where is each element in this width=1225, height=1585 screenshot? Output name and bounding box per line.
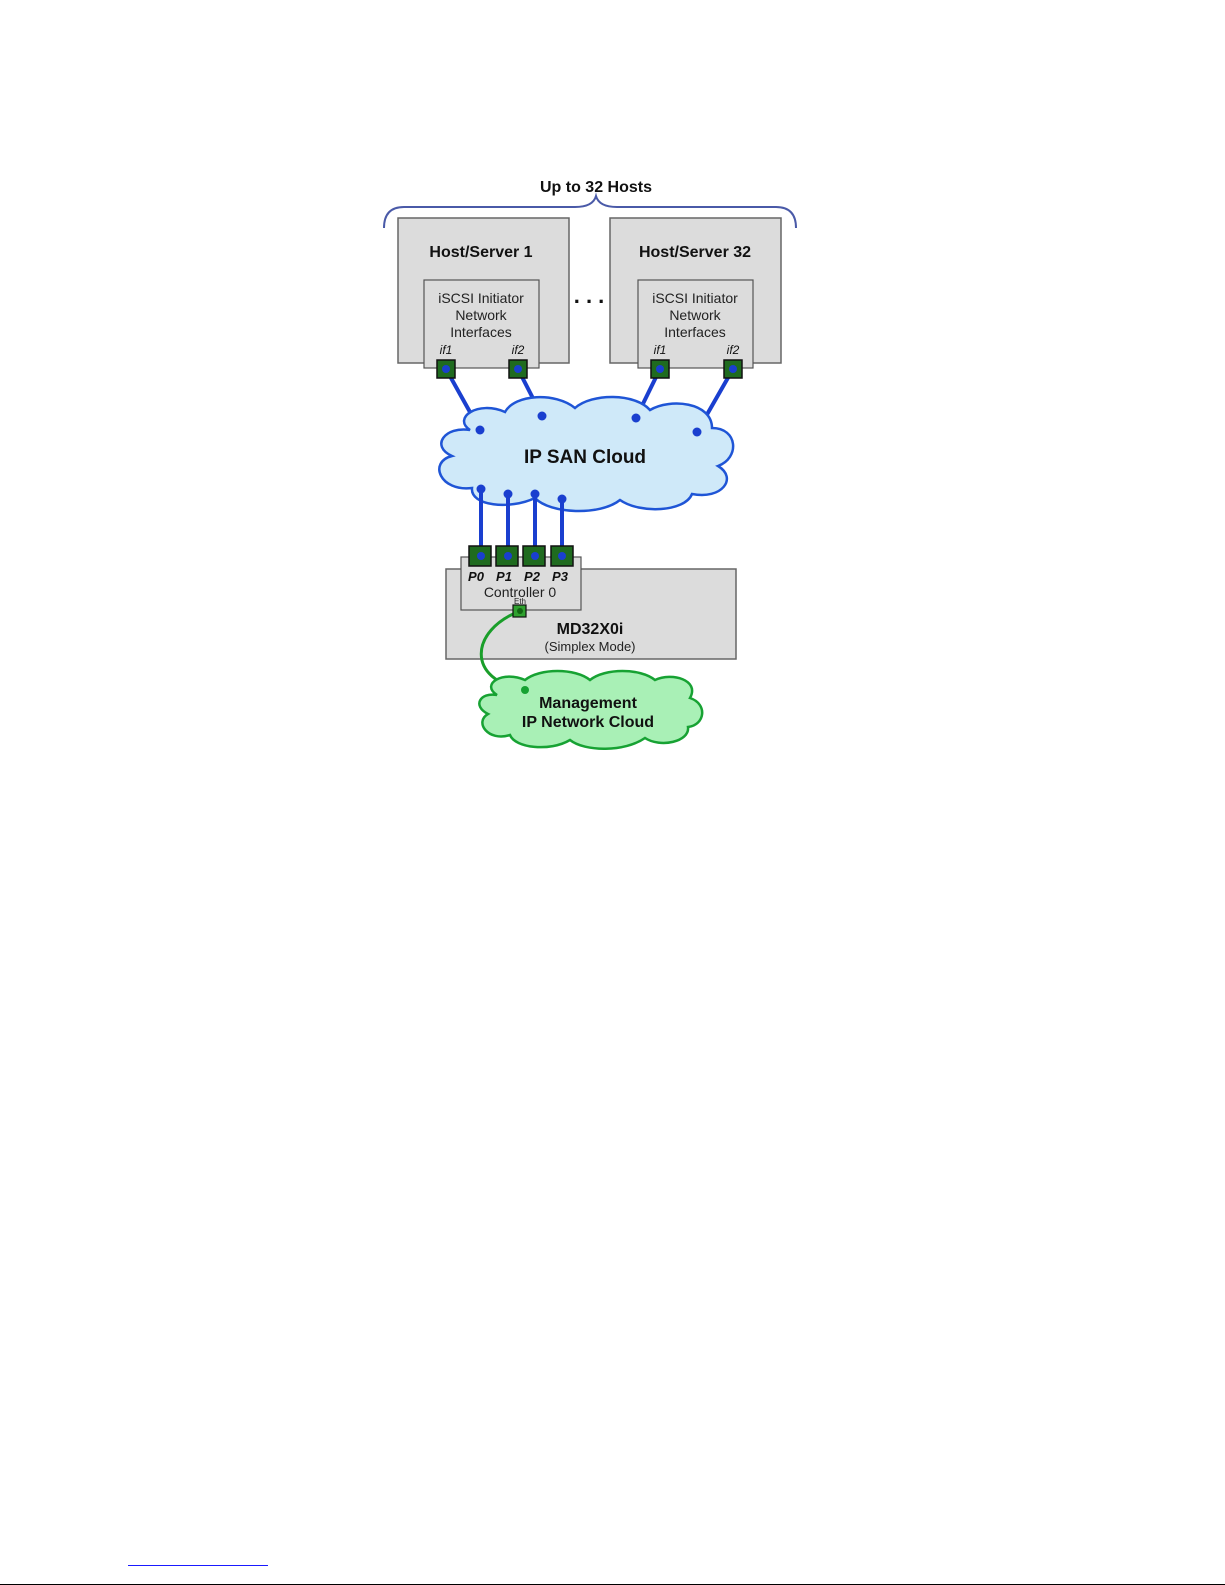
host-server-1: Host/Server 1 iSCSI Initiator Network In…: [398, 218, 569, 368]
array-name: MD32X0i: [557, 621, 624, 638]
port-label: P0: [468, 569, 485, 584]
mgmt-cloud-line: Management: [539, 695, 637, 712]
interface-label: if2: [727, 343, 740, 357]
host-title: Host/Server 1: [429, 244, 532, 261]
san-cloud-label: IP SAN Cloud: [524, 447, 646, 468]
hosts-group-label: Up to 32 Hosts: [540, 179, 652, 196]
array-mode: (Simplex Mode): [544, 639, 635, 654]
initiator-label-line: iSCSI Initiator: [438, 290, 524, 306]
interface-label: if2: [512, 343, 525, 357]
port-label: P1: [496, 569, 512, 584]
initiator-label-line: Interfaces: [664, 324, 725, 340]
management-ip-network-cloud: Management IP Network Cloud: [479, 671, 702, 749]
ellipsis: . . .: [574, 283, 605, 308]
interface-label: if1: [654, 343, 667, 357]
interface-label: if1: [440, 343, 453, 357]
mgmt-cloud-connection-dot: [521, 686, 529, 694]
port-label: P3: [552, 569, 569, 584]
host-title: Host/Server 32: [639, 244, 751, 261]
initiator-label-line: Network: [669, 307, 721, 323]
host-server-32: Host/Server 32 iSCSI Initiator Network I…: [610, 218, 781, 368]
initiator-label-line: Network: [455, 307, 507, 323]
port-label: P2: [524, 569, 541, 584]
initiator-label-line: iSCSI Initiator: [652, 290, 738, 306]
footnote-separator: [128, 1565, 268, 1566]
initiator-label-line: Interfaces: [450, 324, 511, 340]
ip-san-cloud: IP SAN Cloud: [439, 397, 733, 511]
mgmt-cloud-line: IP Network Cloud: [522, 714, 654, 731]
